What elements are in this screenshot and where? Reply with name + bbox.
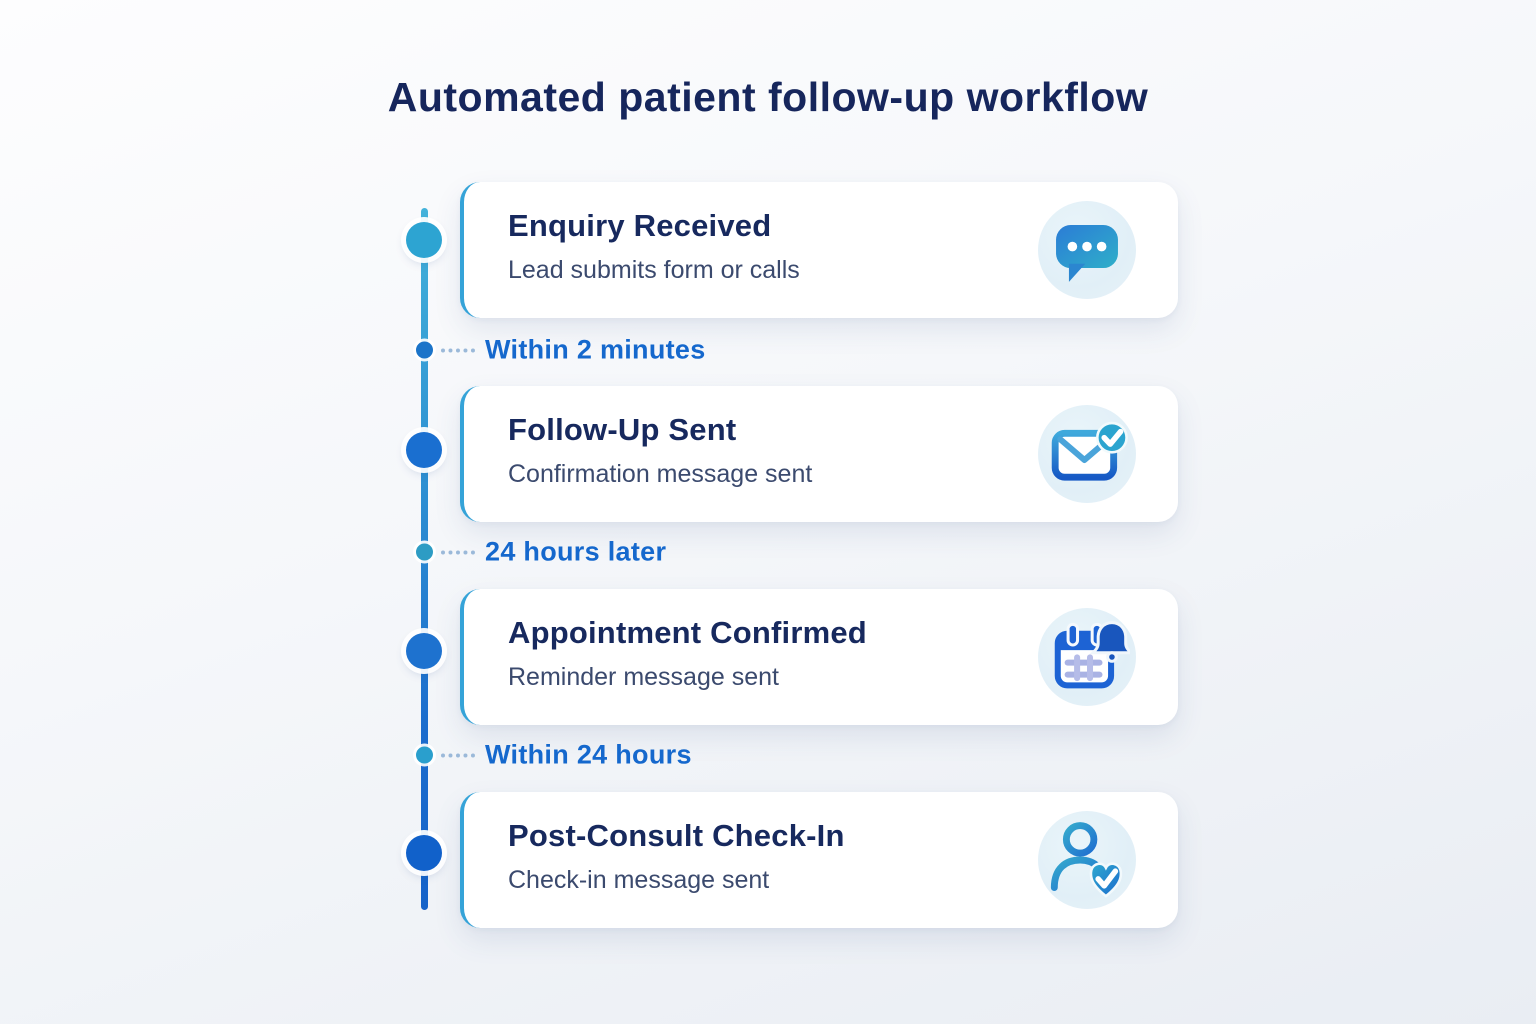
step-subtitle: Check-in message sent — [508, 866, 770, 894]
step-subtitle: Lead submits form or calls — [508, 256, 800, 284]
step-card-follow-up-sent: Follow-Up Sent Confirmation message sent — [460, 386, 1178, 522]
timeline-dot-step-4 — [406, 835, 442, 871]
dotted-connector — [441, 348, 475, 352]
dotted-connector — [441, 753, 475, 757]
interval-label: Within 2 minutes — [485, 334, 706, 365]
chat-bubble-icon — [1038, 201, 1136, 299]
interval-within-2-minutes: Within 2 minutes — [416, 334, 706, 366]
dotted-connector — [441, 550, 475, 554]
step-title: Follow-Up Sent — [508, 412, 737, 447]
timeline-dot-step-1 — [406, 222, 442, 258]
step-card-post-consult-check-in: Post-Consult Check-In Check-in message s… — [460, 792, 1178, 928]
interval-within-24-hours: Within 24 hours — [416, 739, 692, 771]
step-card-appointment-confirmed: Appointment Confirmed Reminder message s… — [460, 589, 1178, 725]
timeline-interval-dot — [416, 543, 433, 561]
step-title: Post-Consult Check-In — [508, 818, 845, 853]
interval-label: Within 24 hours — [485, 739, 692, 770]
interval-label: 24 hours later — [485, 536, 667, 567]
email-check-icon — [1038, 405, 1136, 503]
step-title: Enquiry Received — [508, 208, 772, 243]
timeline-interval-dot — [416, 341, 433, 359]
step-subtitle: Reminder message sent — [508, 663, 779, 691]
step-subtitle: Confirmation message sent — [508, 460, 813, 488]
step-card-enquiry-received: Enquiry Received Lead submits form or ca… — [460, 182, 1178, 318]
timeline-interval-dot — [416, 746, 433, 764]
step-title: Appointment Confirmed — [508, 615, 867, 650]
calendar-bell-icon — [1038, 608, 1136, 706]
page-title: Automated patient follow-up workflow — [387, 74, 1149, 120]
person-heart-icon — [1038, 811, 1136, 909]
timeline-dot-step-2 — [406, 432, 442, 468]
timeline-dot-step-3 — [406, 633, 442, 669]
interval-24-hours-later: 24 hours later — [416, 536, 667, 568]
